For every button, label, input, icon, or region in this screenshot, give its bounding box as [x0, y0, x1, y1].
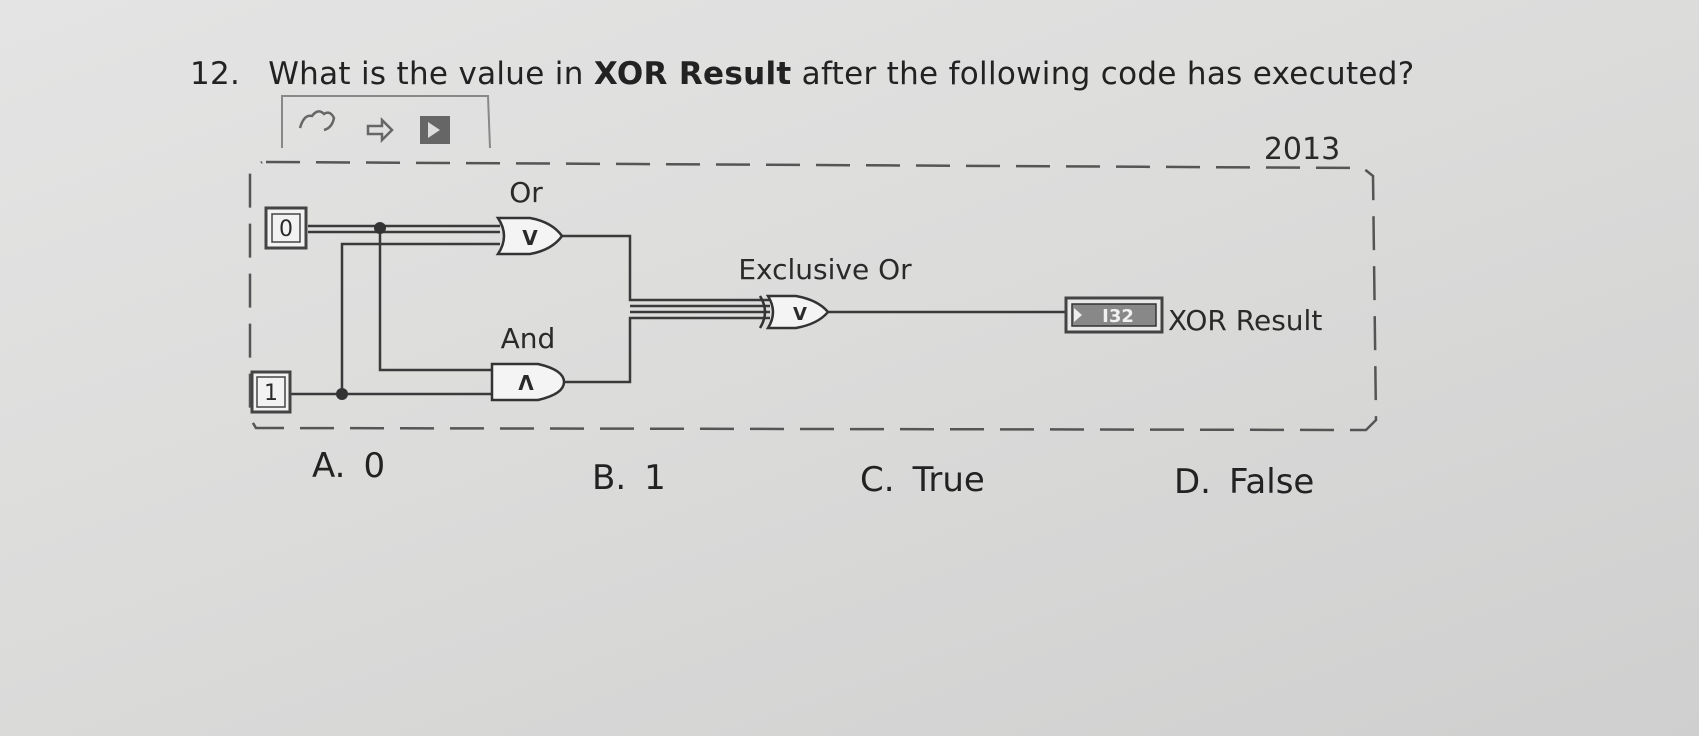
run-arrow-icon: [420, 116, 450, 144]
xor-result-indicator: I32: [1064, 296, 1164, 334]
constant-zero: 0: [264, 206, 308, 250]
and-symbol: Λ: [518, 371, 534, 395]
option-b[interactable]: B. 1: [592, 458, 666, 498]
toolbar-tab: [281, 95, 491, 149]
xor-gate: V: [758, 294, 830, 330]
question-text-bold: XOR Result: [593, 56, 792, 92]
hand-icon: [298, 110, 336, 132]
option-text: 0: [363, 446, 386, 486]
and-label: And: [501, 322, 556, 355]
constant-zero-value: 0: [279, 217, 293, 242]
option-letter: A.: [312, 446, 346, 486]
question-text: 12. What is the value in XOR Result after…: [190, 56, 1415, 92]
indicator-type: I32: [1102, 306, 1134, 327]
or-label: Or: [509, 176, 543, 209]
or-gate: V: [495, 216, 564, 256]
option-letter: D.: [1174, 462, 1211, 502]
constant-one: 1: [250, 370, 292, 414]
option-a[interactable]: A. 0: [312, 446, 385, 486]
option-letter: B.: [592, 458, 627, 498]
question-text-after: after the following code has executed?: [801, 56, 1415, 92]
question-number: 12.: [190, 56, 241, 92]
option-letter: C.: [860, 460, 895, 500]
question-text-before: What is the value in: [268, 56, 584, 92]
structure-frame: [248, 160, 1378, 432]
and-gate: Λ: [490, 362, 566, 402]
junction-dot: [336, 388, 348, 400]
option-c[interactable]: C. True: [860, 460, 985, 500]
option-text: False: [1229, 462, 1315, 502]
wires: [290, 224, 1066, 396]
option-text: 1: [644, 458, 666, 498]
year-label: 2013: [1264, 132, 1340, 167]
xor-label: Exclusive Or: [738, 253, 912, 286]
constant-one-value: 1: [264, 381, 278, 406]
junction-dot: [374, 222, 386, 234]
arrow-right-icon: [366, 116, 394, 144]
or-symbol: V: [522, 226, 538, 250]
option-d[interactable]: D. False: [1174, 462, 1314, 502]
input-arrow-icon: [1074, 308, 1082, 322]
indicator-label: XOR Result: [1168, 304, 1322, 337]
xor-symbol: V: [793, 304, 807, 325]
option-text: True: [912, 460, 985, 500]
